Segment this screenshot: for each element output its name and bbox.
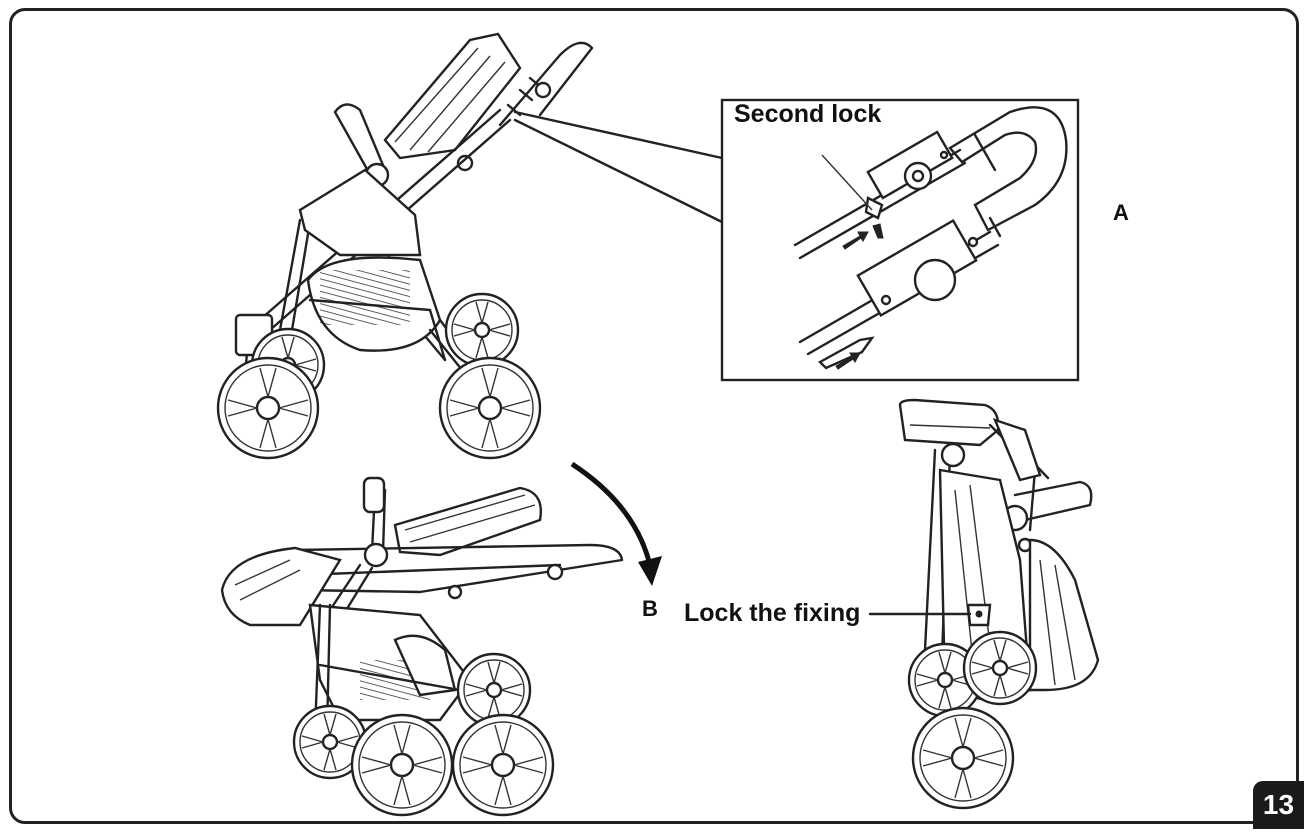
second-lock-label: Second lock xyxy=(734,100,882,128)
lock-fixing-label: Lock the fixing xyxy=(684,599,861,627)
stroller-open-illustration xyxy=(216,32,594,460)
curved-arrow xyxy=(570,461,662,586)
stroller-half-folded-illustration xyxy=(220,476,624,817)
stroller-folded-illustration xyxy=(898,398,1100,810)
step-label-a: A xyxy=(1113,200,1129,225)
step-label-b: B xyxy=(642,596,658,621)
page-frame xyxy=(9,8,1299,824)
detail-zoom-box xyxy=(720,98,1080,382)
page-number-badge: 13 xyxy=(1253,781,1304,829)
